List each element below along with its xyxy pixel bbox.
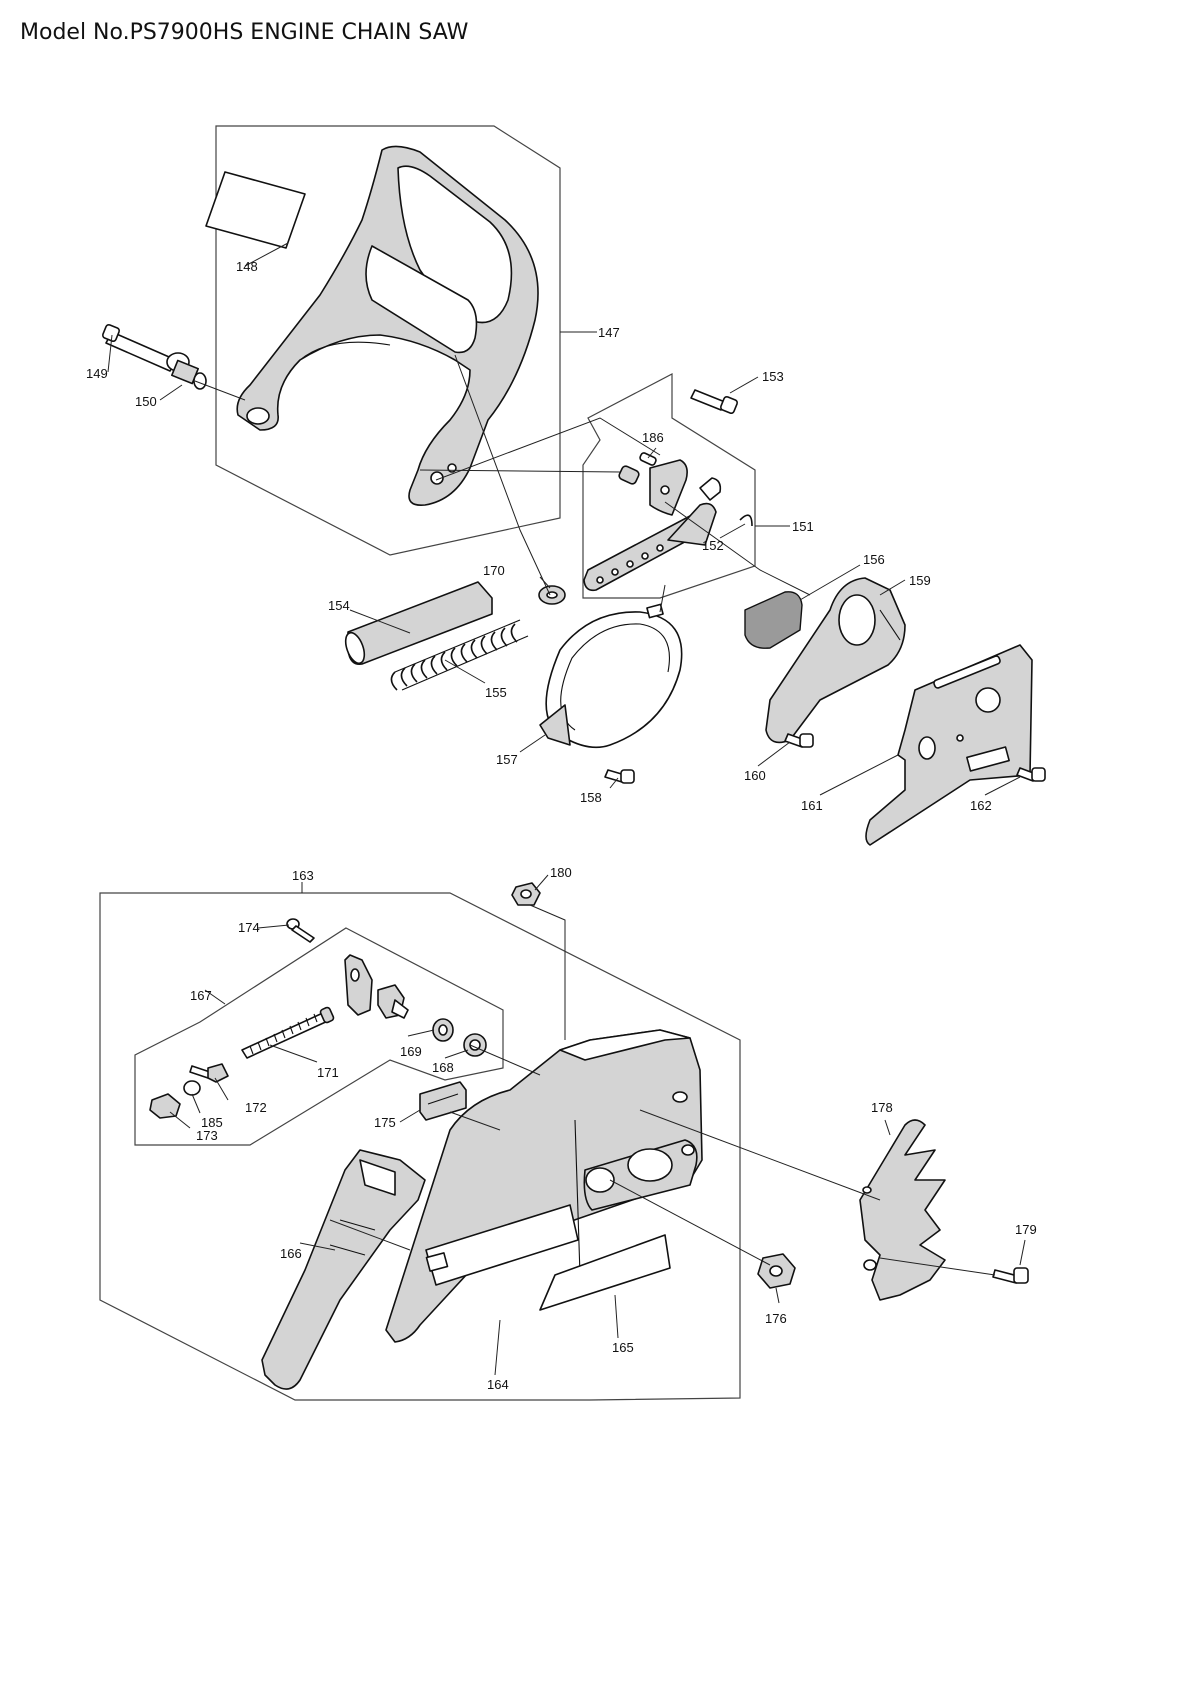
label-169: 169 — [400, 1044, 422, 1059]
brake-spring-155 — [390, 619, 529, 691]
collar — [618, 465, 640, 485]
label-156: 156 — [863, 552, 885, 567]
label-178: 178 — [871, 1100, 893, 1115]
brake-band-157 — [539, 603, 683, 749]
nut-176 — [757, 1253, 796, 1289]
screw-174 — [286, 918, 315, 943]
label-157: 157 — [496, 752, 518, 767]
label-173: 173 — [196, 1128, 218, 1143]
label-186: 186 — [642, 430, 664, 445]
sprocket-cover-164 — [385, 1029, 703, 1343]
label-174: 174 — [238, 920, 260, 935]
label-170: 170 — [483, 563, 505, 578]
label-151: 151 — [792, 519, 814, 534]
leader-lines — [107, 242, 1026, 1376]
label-179: 179 — [1015, 1222, 1037, 1237]
label-154: 154 — [328, 598, 350, 613]
label-167: 167 — [190, 988, 212, 1003]
label-175: 175 — [374, 1115, 396, 1130]
bolt-149 — [101, 323, 177, 372]
cover-159 — [765, 577, 906, 744]
adjusting-screw-171 — [241, 1006, 335, 1059]
washer-185 — [183, 1080, 201, 1096]
screw-162 — [1016, 767, 1046, 782]
label-148: 148 — [236, 259, 258, 274]
page-title: Model No.PS7900HS ENGINE CHAIN SAW — [20, 20, 469, 45]
label-155: 155 — [485, 685, 507, 700]
felt-156 — [744, 591, 803, 649]
label-158: 158 — [580, 790, 602, 805]
chain-tensioner-group-frame — [134, 927, 504, 1146]
label-150: 150 — [135, 394, 157, 409]
label-164: 164 — [487, 1377, 509, 1392]
label-161: 161 — [801, 798, 823, 813]
screw-179 — [992, 1267, 1029, 1284]
front-hand-guard — [236, 145, 539, 507]
nut-173 — [149, 1093, 181, 1119]
label-176: 176 — [765, 1311, 787, 1326]
pin-172 — [189, 1063, 229, 1083]
label-152: 152 — [702, 538, 724, 553]
hand-guard-166 — [261, 1149, 426, 1390]
screw-158 — [604, 769, 635, 784]
label-160: 160 — [744, 768, 766, 783]
label-149: 149 — [86, 366, 108, 381]
guide-plate-161 — [865, 644, 1033, 846]
label-148 — [205, 171, 306, 249]
spring-clip-152 — [739, 514, 753, 527]
label-172: 172 — [245, 1100, 267, 1115]
label-171: 171 — [317, 1065, 339, 1080]
link-lever-151 — [583, 477, 722, 592]
handguard-group-frame — [215, 125, 561, 556]
part-number-labels: 147 148 149 150 151 152 153 154 155 156 … — [86, 259, 1037, 1392]
brake-linkage-group-frame — [582, 373, 756, 599]
spike-bumper-178 — [859, 1119, 946, 1301]
nut-180 — [511, 882, 541, 906]
screw-160 — [784, 733, 814, 748]
label-159: 159 — [909, 573, 931, 588]
label-180: 180 — [550, 865, 572, 880]
label-153: 153 — [762, 369, 784, 384]
label-185: 185 — [201, 1115, 223, 1130]
nut-168 — [463, 1033, 487, 1057]
pin-186 — [639, 452, 657, 466]
label-166: 166 — [280, 1246, 302, 1261]
screw-153 — [690, 389, 739, 415]
label-168: 168 — [432, 1060, 454, 1075]
label-165: 165 — [612, 1340, 634, 1355]
label-162: 162 — [970, 798, 992, 813]
spring-cover-154 — [347, 581, 493, 666]
label-165 — [539, 1234, 671, 1311]
label-163: 163 — [292, 868, 314, 883]
label-147: 147 — [598, 325, 620, 340]
plate-175 — [419, 1081, 467, 1121]
sprocket-cover-group-frame — [99, 892, 741, 1401]
tensioner-bracket — [344, 954, 409, 1019]
collar-150 — [166, 352, 207, 390]
